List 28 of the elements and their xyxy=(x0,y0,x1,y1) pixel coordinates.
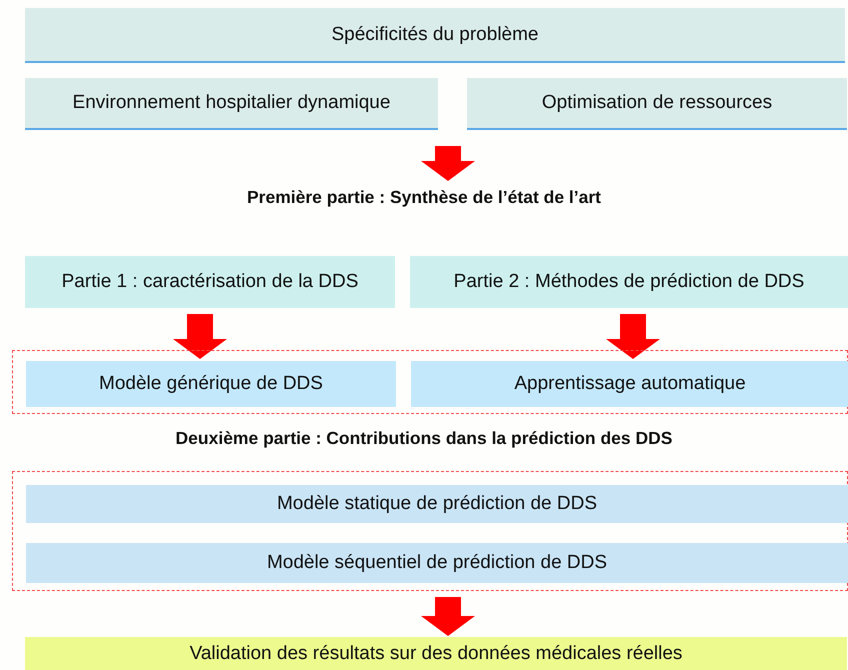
block-arrow xyxy=(421,597,475,636)
block-arrow xyxy=(421,146,475,181)
section-heading: Première partie : Synthèse de l’état de l’art xyxy=(246,186,602,208)
box-label: Partie 2 : Méthodes de prédiction de DDS xyxy=(454,271,804,293)
box-label: Partie 1 : caractérisation de la DDS xyxy=(62,271,358,293)
box-label: Environnement hospitalier dynamique xyxy=(72,92,390,114)
model-box xyxy=(26,543,848,583)
result-box xyxy=(25,637,847,670)
method-box xyxy=(411,361,848,407)
block-arrow xyxy=(173,314,227,359)
block-arrow xyxy=(606,314,660,359)
topic-box xyxy=(25,78,438,130)
dashed-group-frame xyxy=(12,350,848,414)
box-label: Spécificités du problème xyxy=(332,24,538,46)
method-box xyxy=(26,361,396,407)
box-label: Modèle statique de prédiction de DDS xyxy=(276,493,598,515)
part-box xyxy=(410,256,848,308)
box-label: Apprentissage automatique xyxy=(514,373,746,395)
box-label: Modèle générique de DDS xyxy=(99,373,323,395)
part-box xyxy=(25,256,395,308)
dashed-group-frame xyxy=(12,471,848,591)
topic-box xyxy=(25,8,845,63)
section-heading: Deuxième partie : Contributions dans la prédiction des DDS xyxy=(176,428,672,448)
box-label: Optimisation de ressources xyxy=(542,92,772,114)
box-label: Validation des résultats sur des données médicales réelles xyxy=(190,642,682,664)
box-label: Modèle séquentiel de prédiction de DDS xyxy=(266,552,608,574)
topic-box xyxy=(467,78,847,130)
model-box xyxy=(26,485,848,523)
